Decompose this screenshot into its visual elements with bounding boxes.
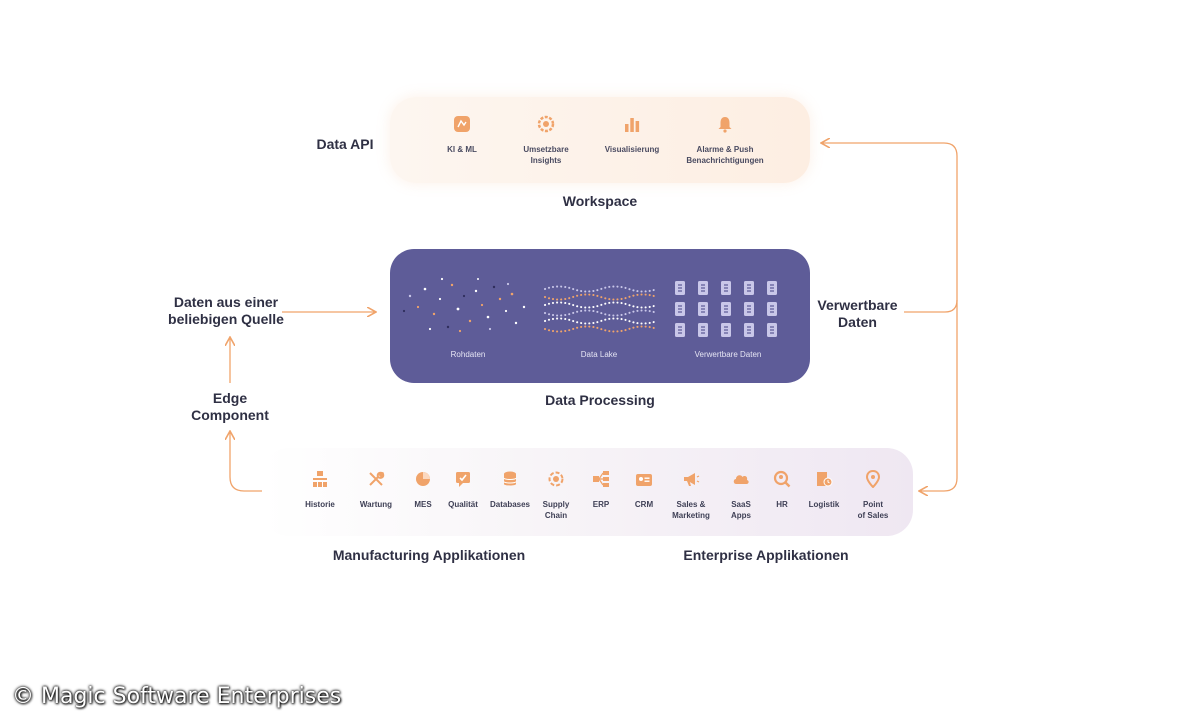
- arrow-output-to-apps: [920, 300, 958, 491]
- wrench-icon: [369, 471, 385, 486]
- app-sales-marketing: Sales & Marketing: [659, 470, 723, 521]
- pin-icon: [865, 469, 881, 489]
- arrow-output-to-workspace: [822, 143, 958, 313]
- copyright-watermark: © Magic Software Enterprises: [12, 684, 342, 709]
- app-crm: CRM: [612, 470, 676, 510]
- app-databases: Databases: [478, 470, 542, 510]
- insights-icon: [537, 115, 555, 133]
- erp-icon: [593, 471, 609, 487]
- app-point-of-sales: Point of Sales: [841, 469, 905, 521]
- app-label: Sales & Marketing: [672, 500, 710, 520]
- stage-data-lake: Data Lake: [580, 350, 618, 359]
- workspace-item-label: Alarme & Push Benachrichtigungen: [686, 145, 764, 165]
- bar-chart-icon: [625, 118, 640, 132]
- app-label: Historie: [305, 500, 335, 509]
- mes-icon: [416, 472, 430, 486]
- arrow-apps-to-edge: [230, 432, 264, 492]
- app-saas: SaaS Apps: [709, 470, 773, 521]
- app-wartung: Wartung: [344, 470, 408, 510]
- app-logistik: Logistik: [792, 470, 856, 510]
- structured-data-lines: [678, 284, 774, 334]
- app-label: HR: [776, 500, 788, 509]
- hr-icon: [773, 470, 791, 488]
- quality-icon: [456, 472, 470, 487]
- crm-icon: [636, 474, 652, 486]
- app-label: ERP: [592, 500, 610, 509]
- app-label: Point of Sales: [857, 500, 889, 520]
- app-mes: MES: [391, 470, 455, 510]
- data-lake-waves: [544, 285, 658, 333]
- output-label: Verwertbare Daten: [817, 297, 898, 330]
- workspace-item-label: Umsetzbare Insights: [523, 145, 569, 165]
- app-hr: HR: [750, 470, 814, 510]
- edge-component-label: Edge Component: [191, 390, 269, 423]
- app-label: Wartung: [359, 500, 393, 509]
- manufacturing-title: Manufacturing Applikationen: [332, 547, 526, 563]
- app-label: SaaS Apps: [731, 500, 751, 520]
- workspace-item-ki-ml: KI & ML: [407, 115, 517, 155]
- ki-ml-icon: [454, 116, 470, 132]
- data-processing-panel: Rohdaten Data Lake Verwertbare Daten: [390, 249, 810, 383]
- app-label: CRM: [634, 500, 654, 509]
- stage-verwertbare-daten: Verwertbare Daten: [694, 350, 762, 359]
- applications-panel: Historie Wartung MES Qualität Databases …: [262, 448, 913, 536]
- workspace-item-alarme: Alarme & Push Benachrichtigungen: [670, 115, 780, 166]
- stage-rohdaten: Rohdaten: [450, 350, 486, 359]
- raw-data-dots: [402, 277, 526, 333]
- app-label: Supply Chain: [542, 500, 570, 520]
- history-icon: [313, 471, 327, 487]
- data-api-label: Data API: [316, 136, 374, 152]
- app-qualitaet: Qualität: [431, 470, 495, 510]
- workspace-panel: KI & ML Umsetzbare Insights Visualisieru…: [390, 97, 810, 183]
- app-erp: ERP: [569, 470, 633, 510]
- logistics-icon: [817, 472, 833, 487]
- app-label: MES: [414, 500, 432, 509]
- database-icon: [503, 471, 517, 486]
- app-label: Databases: [489, 500, 531, 509]
- workspace-item-label: Visualisierung: [604, 145, 660, 154]
- bell-icon: [718, 117, 732, 133]
- app-historie: Historie: [288, 470, 352, 510]
- cloud-icon: [733, 475, 749, 484]
- app-label: Qualität: [448, 500, 478, 509]
- app-label: Logistik: [808, 500, 840, 509]
- processing-visual: [402, 277, 777, 337]
- megaphone-icon: [684, 473, 700, 486]
- data-processing-title: Data Processing: [545, 392, 655, 408]
- workspace-item-label: KI & ML: [447, 145, 477, 154]
- workspace-item-insights: Umsetzbare Insights: [491, 115, 601, 166]
- workspace-title: Workspace: [562, 193, 638, 209]
- source-label: Daten aus einer beliebigen Quelle: [168, 294, 284, 327]
- app-supply-chain: Supply Chain: [524, 470, 588, 521]
- enterprise-title: Enterprise Applikationen: [683, 547, 849, 563]
- workspace-item-visualisierung: Visualisierung: [577, 115, 687, 155]
- supply-chain-icon: [548, 471, 564, 487]
